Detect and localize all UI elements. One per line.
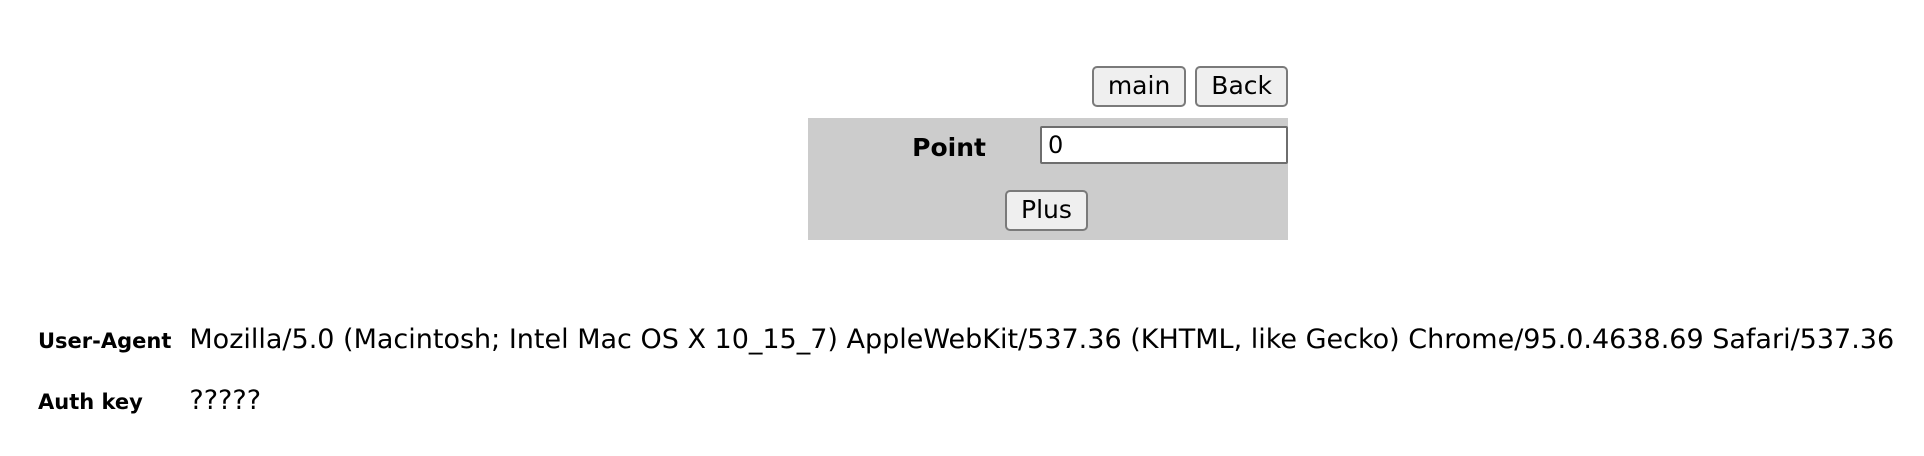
auth-key-label: Auth key — [38, 390, 143, 414]
point-input[interactable] — [1040, 126, 1288, 164]
point-field-row: Point — [808, 118, 1288, 180]
auth-key-value: ????? — [189, 385, 262, 416]
point-label: Point — [912, 133, 986, 162]
request-info-table: User-Agent Mozilla/5.0 (Macintosh; Intel… — [38, 326, 1894, 414]
point-form-panel: Point Plus — [808, 118, 1288, 240]
plus-button[interactable]: Plus — [1005, 190, 1088, 231]
user-agent-label: User-Agent — [38, 329, 172, 353]
back-button[interactable]: Back — [1195, 66, 1288, 107]
table-row: User-Agent Mozilla/5.0 (Macintosh; Intel… — [38, 326, 1894, 387]
user-agent-value: Mozilla/5.0 (Macintosh; Intel Mac OS X 1… — [189, 324, 1895, 355]
main-button[interactable]: main — [1091, 66, 1187, 107]
submit-row: Plus — [808, 186, 1288, 234]
table-row: Auth key ????? — [38, 387, 1894, 414]
